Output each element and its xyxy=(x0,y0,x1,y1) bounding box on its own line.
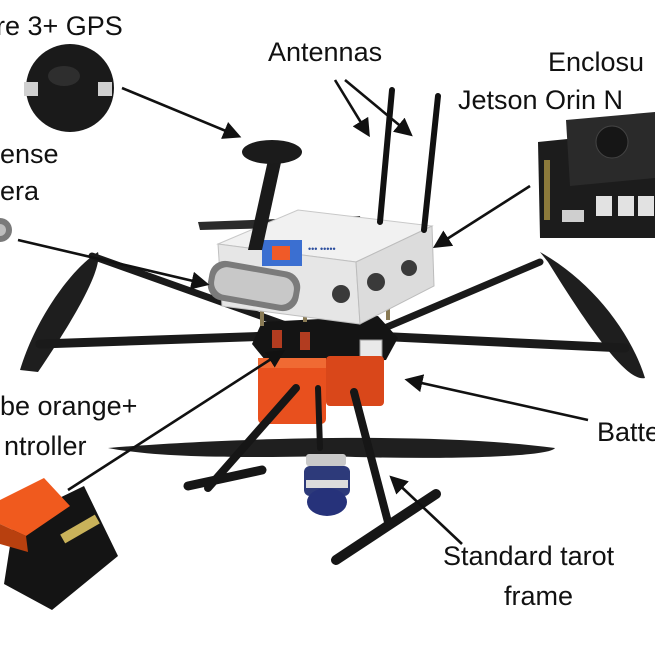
propeller-right xyxy=(540,252,645,379)
propeller-left xyxy=(20,252,99,372)
propeller-front xyxy=(108,437,555,458)
enclosure-label-line1: Enclosu xyxy=(548,47,645,77)
realsense-camera-module xyxy=(207,260,301,312)
camera-label-line1: ense xyxy=(0,139,59,169)
flight-controller-photo xyxy=(0,478,118,610)
controller-label-line1: be orange+ xyxy=(0,391,138,421)
camera-lens-icon xyxy=(0,218,12,242)
gps-module-photo xyxy=(24,44,114,132)
jetson-board-photo xyxy=(538,112,655,238)
enclosure-logo-text: ••• ••••• xyxy=(308,244,336,254)
callout-arrows xyxy=(17,79,589,545)
frame-label-line1: Standard tarot xyxy=(443,541,615,571)
enclosure-label-line2: Jetson Orin N xyxy=(458,85,624,115)
motor-front xyxy=(304,454,350,516)
gps-label: re 3+ GPS xyxy=(0,11,123,41)
antennas xyxy=(377,87,441,233)
camera-label-line2: era xyxy=(0,176,40,206)
frame-label-line2: frame xyxy=(504,581,574,611)
controller-label-line2: ntroller xyxy=(4,431,87,461)
antennas-label: Antennas xyxy=(268,37,383,67)
battery-label: Batte xyxy=(597,417,655,447)
gps-mast xyxy=(242,140,302,250)
